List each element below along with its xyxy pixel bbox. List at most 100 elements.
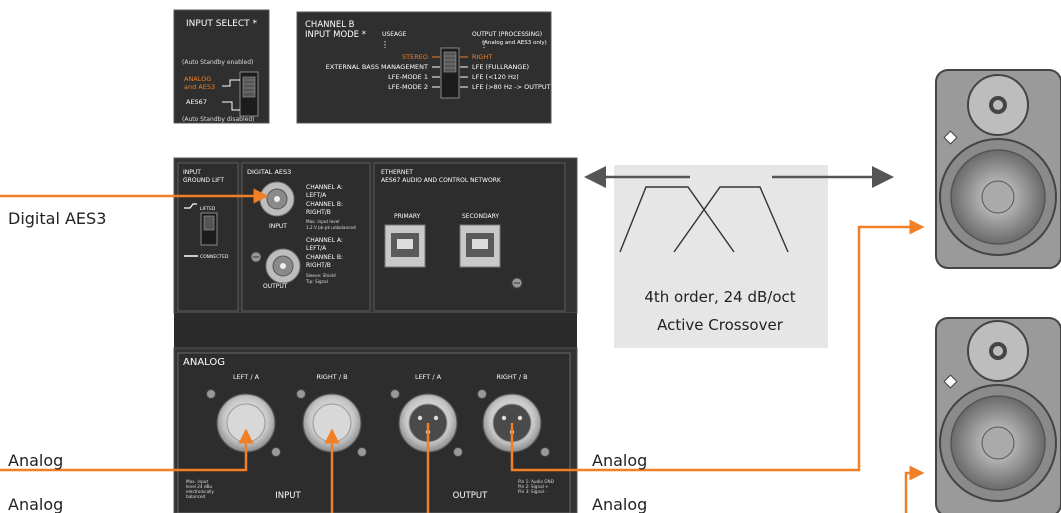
lifted-label: LIFTED xyxy=(200,206,216,212)
analog-title: ANALOG xyxy=(183,357,225,368)
usage-option-lfe2: LFE-MODE 2 xyxy=(388,83,428,91)
xlr-input-right[interactable] xyxy=(302,393,362,453)
channel-b-title: CHANNEL B xyxy=(305,20,355,30)
diamond-led-icon xyxy=(943,374,958,389)
analog-right-label-2: Analog xyxy=(592,495,647,513)
secondary-ethernet-port[interactable] xyxy=(459,224,501,268)
output-option-lfe-80: LFE (>80 Hz -> OUTPUT A) xyxy=(472,83,560,91)
ethernet-section: ETHERNET AES67 AUDIO AND CONTROL NETWORK… xyxy=(373,162,566,312)
analog-input-spec-3: electronically xyxy=(186,489,214,494)
screw-icon xyxy=(511,277,523,289)
analog-input-label: INPUT xyxy=(275,491,301,501)
digital-aes3-section: DIGITAL AES3 INPUT OUTPUT CHANNEL A: LEF… xyxy=(241,162,371,312)
primary-port-label: PRIMARY xyxy=(394,213,421,220)
aes3-input-ch-b-2: RIGHT/B xyxy=(306,209,331,216)
analog-pin-spec-2: Pin 2: Signal + xyxy=(518,484,549,489)
auto-standby-disabled-label: (Auto Standby disabled) xyxy=(182,116,255,123)
aes3-output-ch-b: CHANNEL B: xyxy=(306,254,343,261)
digital-aes3-left-label: Digital AES3 xyxy=(8,209,106,228)
aes3-output-ch-a-2: LEFT/A xyxy=(306,245,327,252)
speaker-lower xyxy=(935,317,1061,513)
ground-lift-title-2: GROUND LIFT xyxy=(183,177,224,184)
analog-input-right-label: RIGHT / B xyxy=(316,373,347,381)
aes3-output-ch-a: CHANNEL A: xyxy=(306,237,343,244)
aes3-output-spec-2: Tip: Signal xyxy=(305,279,328,284)
tweeter-icon xyxy=(967,320,1029,382)
usage-header: USEAGE xyxy=(382,31,407,38)
input-select-title: INPUT SELECT * xyxy=(186,19,258,29)
screw-icon xyxy=(477,389,487,399)
diamond-led-icon xyxy=(943,130,958,145)
aes67-option-label: AES67 xyxy=(186,98,207,106)
analog-input-spec: Max. input xyxy=(186,479,208,484)
screw-icon xyxy=(453,447,463,457)
woofer-icon xyxy=(939,138,1057,256)
woofer-icon xyxy=(939,384,1057,502)
signal-lines xyxy=(0,188,925,513)
input-select-panel: INPUT SELECT * (Auto Standby enabled) AN… xyxy=(173,9,270,124)
analog-output-right-label: RIGHT / B xyxy=(496,373,527,381)
analog-pin-spec-3: Pin 3: Signal - xyxy=(518,489,547,494)
digital-aes3-title: DIGITAL AES3 xyxy=(247,168,291,176)
analog-aes3-option-label: ANALOG xyxy=(184,75,211,83)
analog-pin-spec: Pin 1: Audio GND xyxy=(518,479,554,484)
analog-output-left-label: LEFT / A xyxy=(415,373,442,381)
analog-output-to-lower-speaker-line xyxy=(904,465,925,513)
output-option-lfe-120: LFE (<120 Hz) xyxy=(472,73,519,81)
left-arrow-icon xyxy=(584,166,606,188)
auto-standby-enabled-label: (Auto Standby enabled) xyxy=(182,59,253,66)
crossover-label-line1: 4th order, 24 dB/oct xyxy=(644,288,795,306)
output-header: OUTPUT (PROCESSING) xyxy=(472,31,542,38)
input-select-switch[interactable] xyxy=(222,71,259,117)
analog-aes3-option-label-2: and AES3 xyxy=(184,83,215,91)
ground-lift-title: INPUT xyxy=(183,169,201,176)
crossover-curve-icon xyxy=(619,186,789,253)
tweeter-icon xyxy=(967,74,1029,136)
usage-option-lfe1: LFE-MODE 1 xyxy=(388,73,428,81)
aes3-input-ch-a-2: LEFT/A xyxy=(306,192,327,199)
ethernet-title: ETHERNET xyxy=(381,169,413,176)
screw-icon xyxy=(540,447,550,457)
analog-input-spec-4: balanced xyxy=(186,494,205,499)
analog-right-label-1: Analog xyxy=(592,451,647,470)
analog-left-label-1: Analog xyxy=(8,451,63,470)
screw-icon xyxy=(206,389,216,399)
aes3-input-connector[interactable] xyxy=(259,181,295,217)
analog-output-right-line xyxy=(510,219,925,472)
aes3-input-ch-b: CHANNEL B: xyxy=(306,201,343,208)
ground-lift-section: INPUT GROUND LIFT LIFTED CONNECTED xyxy=(177,162,239,312)
channel-b-panel: CHANNEL B INPUT MODE * USEAGE OUTPUT (PR… xyxy=(296,11,560,124)
analog-output-label: OUTPUT xyxy=(453,491,488,501)
output-header-2: (Analog and AES3 only) xyxy=(482,40,547,46)
right-arrow-icon xyxy=(872,166,894,188)
lifted-icon xyxy=(184,203,197,209)
primary-ethernet-port[interactable] xyxy=(384,224,426,268)
secondary-port-label: SECONDARY xyxy=(462,213,499,220)
aes3-output-connector[interactable] xyxy=(265,248,301,284)
analog-left-input-line xyxy=(0,428,254,472)
crossover-box: 4th order, 24 dB/oct Active Crossover xyxy=(614,165,828,348)
analog-input-left-label: LEFT / A xyxy=(233,373,260,381)
rear-panel: INPUT GROUND LIFT LIFTED CONNECTED DIGIT… xyxy=(173,157,578,513)
aes3-input-spec-2: 1.2 V pk-pk unbalanced xyxy=(306,225,356,230)
usage-option-stereo: STEREO xyxy=(402,53,428,61)
aes3-output-label: OUTPUT xyxy=(263,283,288,290)
channel-b-mode-switch[interactable] xyxy=(440,47,460,99)
screw-icon xyxy=(357,447,367,457)
channel-b-title-2: INPUT MODE * xyxy=(305,30,366,40)
aes3-output-ch-b-2: RIGHT/B xyxy=(306,262,331,269)
analog-left-label-2: Analog xyxy=(8,495,63,513)
output-option-right: RIGHT xyxy=(472,53,492,61)
aes3-input-spec: Max. input level xyxy=(306,219,339,224)
speaker-upper xyxy=(935,69,1061,269)
analog-input-spec-2: level 24 dBu xyxy=(186,484,212,489)
output-option-lfe-full: LFE (FULLRANGE) xyxy=(472,63,529,71)
screw-icon xyxy=(271,447,281,457)
aes3-output-spec: Sleeve: Shield xyxy=(306,273,336,278)
usage-option-ext-bass: EXTERNAL BASS MANAGEMENT xyxy=(326,63,428,71)
ground-lift-switch[interactable] xyxy=(200,212,218,246)
crossover-label-line2: Active Crossover xyxy=(657,316,784,334)
aes3-input-label: INPUT xyxy=(269,223,287,230)
ethernet-subtitle: AES67 AUDIO AND CONTROL NETWORK xyxy=(381,177,502,184)
